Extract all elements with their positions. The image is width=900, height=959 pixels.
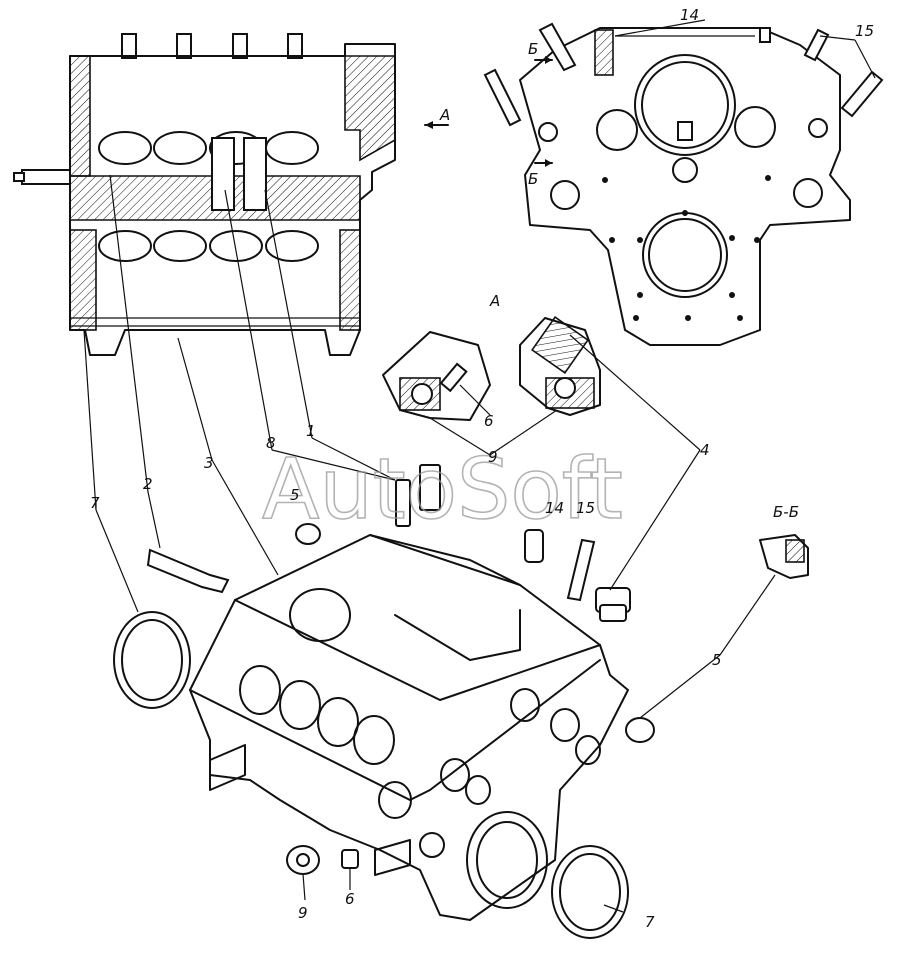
- label-view-a-title: А: [489, 292, 500, 310]
- label-6-top: 6: [484, 412, 494, 430]
- part-bushing-1-8: [395, 464, 441, 527]
- block-side-section-view: [13, 33, 449, 356]
- cylinder-bores-upper: [98, 131, 319, 165]
- part-plug-9-bottom: [286, 845, 320, 875]
- label-section-bb-title: Б-Б: [773, 503, 799, 521]
- part-stud-15: [566, 538, 596, 602]
- label-8: 8: [266, 434, 276, 452]
- small-holes: [602, 175, 771, 321]
- label-14-top: 14: [680, 6, 699, 24]
- label-7-right: 7: [645, 913, 655, 931]
- block-front-view: [483, 22, 884, 346]
- engine-block-isometric: [189, 534, 629, 921]
- block-bores: [239, 665, 395, 765]
- cylinder-bores-lower: [98, 230, 319, 262]
- label-section-b-top: Б: [528, 40, 538, 58]
- label-3: 3: [204, 454, 214, 472]
- section-bb-detail: [759, 534, 809, 579]
- top-studs: [121, 33, 303, 59]
- label-5-right: 5: [712, 651, 722, 669]
- part-plug-5-top: [295, 523, 321, 545]
- leader-lines: [83, 19, 876, 913]
- part-pin-14: [524, 529, 544, 563]
- callout-labels: 1 2 3 4 5 5 6 6 7 7 8 9 9 14 14 15 15 А …: [90, 6, 874, 931]
- label-section-b-bottom: Б: [528, 170, 538, 188]
- label-9-top: 9: [488, 448, 498, 466]
- label-14-part: 14: [545, 499, 564, 517]
- part-pin-6-bottom: [341, 849, 359, 869]
- label-4: 4: [700, 441, 710, 459]
- detail-view-a-left: [382, 331, 491, 421]
- watermark-text: AutoSoft: [262, 440, 623, 538]
- part-plug-4: [595, 587, 631, 622]
- label-2: 2: [143, 475, 153, 493]
- label-9-bottom: 9: [298, 904, 308, 922]
- label-15-top: 15: [855, 22, 874, 40]
- label-1: 1: [306, 422, 316, 440]
- label-15-part: 15: [576, 499, 595, 517]
- angled-studs: [483, 22, 884, 127]
- part-plug-5-right: [625, 717, 655, 743]
- part-shaft-2: [146, 548, 230, 594]
- detail-view-a-right: [519, 316, 601, 416]
- label-6-bottom: 6: [345, 890, 355, 908]
- label-view-a-arrow: А: [439, 106, 450, 124]
- label-7-left: 7: [90, 494, 100, 512]
- label-5-top: 5: [290, 486, 300, 504]
- part-ring-7-left: [113, 611, 191, 709]
- part-ring-7-right: [551, 845, 629, 939]
